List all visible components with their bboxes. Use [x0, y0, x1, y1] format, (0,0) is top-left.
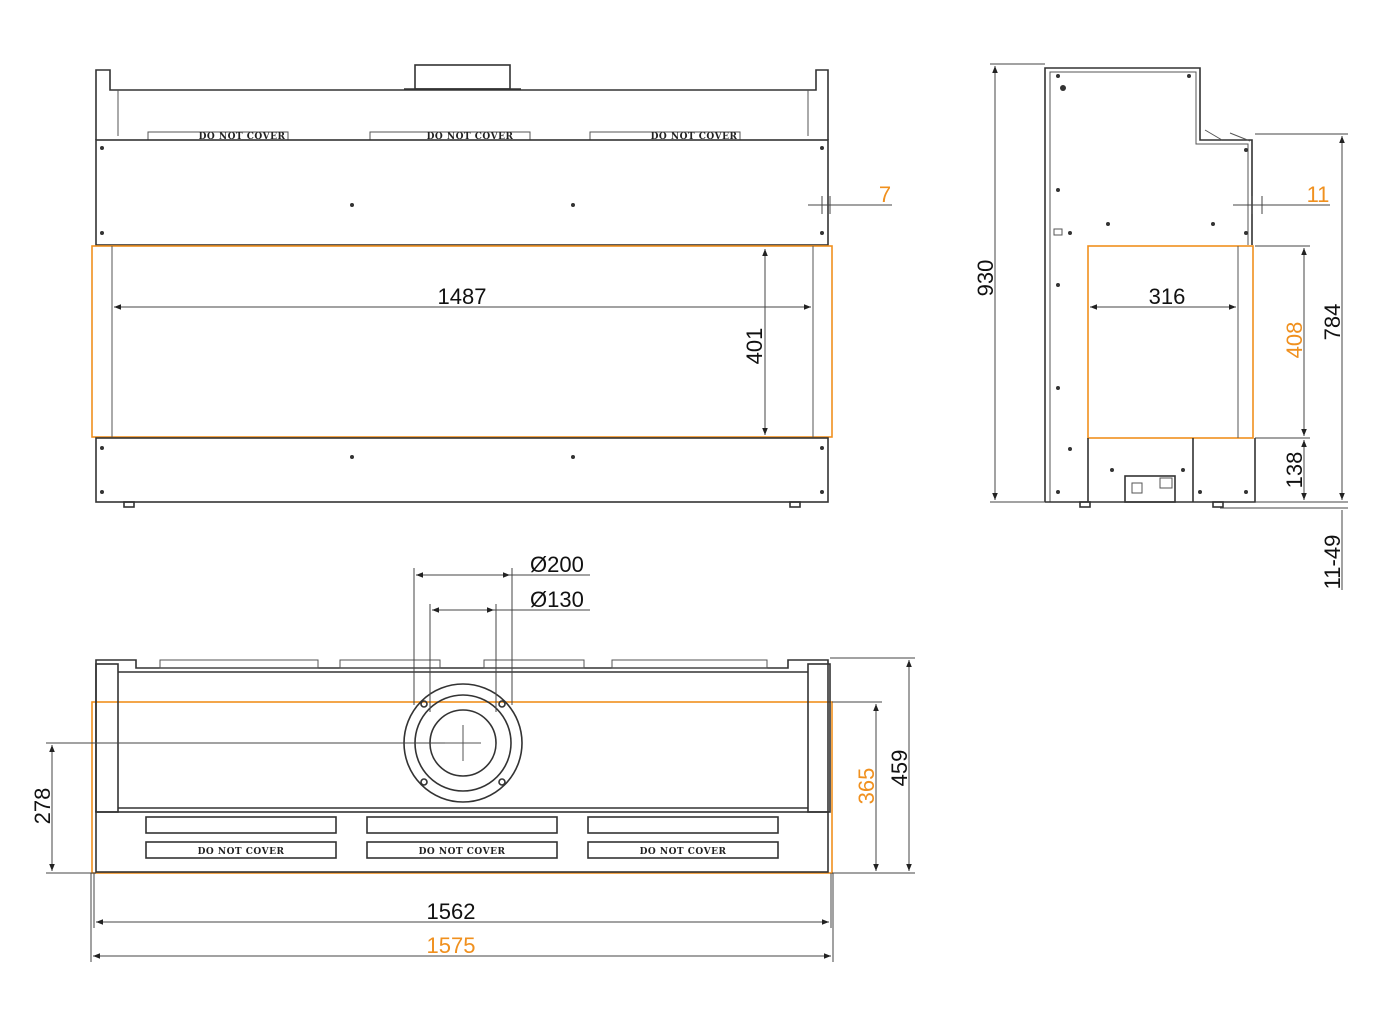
top-outline-orange: [91, 701, 833, 874]
side-view: 930 316 11 408 784 138 11-49: [973, 63, 1348, 590]
front-view: DO NOT COVER DO NOT COVER DO NOT COVER 1…: [91, 64, 892, 508]
dim-side-frame-offset: 11: [1307, 182, 1330, 207]
dim-depth: 316: [1149, 284, 1186, 309]
glass-outline: [91, 245, 833, 438]
dim-flue-outer: Ø200: [530, 552, 584, 577]
warning-label: DO NOT COVER: [640, 847, 727, 857]
dim-bottom-height: 138: [1282, 452, 1307, 489]
side-body-outline: [1044, 67, 1253, 502]
lower-panel: [95, 437, 829, 503]
dim-flue-inner: Ø130: [530, 587, 584, 612]
flue-collar: [414, 64, 511, 90]
vent-slots: DO NOT COVER DO NOT COVER DO NOT COVER: [145, 816, 779, 859]
dim-total-height: 930: [973, 260, 998, 297]
warning-label: DO NOT COVER: [199, 132, 286, 142]
dim-glass-height: 401: [742, 328, 767, 365]
warning-label: DO NOT COVER: [427, 132, 514, 142]
front-top-frame: [95, 69, 829, 140]
dim-flue-center-depth: 278: [30, 788, 55, 825]
dim-total-depth: 459: [887, 750, 912, 787]
dim-height-to-top: 784: [1320, 304, 1345, 341]
warning-label: DO NOT COVER: [419, 847, 506, 857]
top-view: DO NOT COVER DO NOT COVER DO NOT COVER Ø…: [30, 552, 915, 962]
warning-label: DO NOT COVER: [651, 132, 738, 142]
dim-inner-depth: 365: [854, 768, 879, 805]
side-glass-outline: [1087, 245, 1254, 439]
dim-side-glass-height: 408: [1282, 322, 1307, 359]
dim-glass-width: 1487: [438, 284, 487, 309]
warning-label: DO NOT COVER: [198, 847, 285, 857]
dim-width-body: 1562: [427, 899, 476, 924]
upper-panel: [95, 139, 829, 246]
dim-width-total: 1575: [427, 933, 476, 958]
front-grille-panel: [95, 811, 829, 873]
dim-feet-adjust: 11-49: [1320, 535, 1345, 590]
dim-frame-offset: 7: [879, 182, 891, 207]
